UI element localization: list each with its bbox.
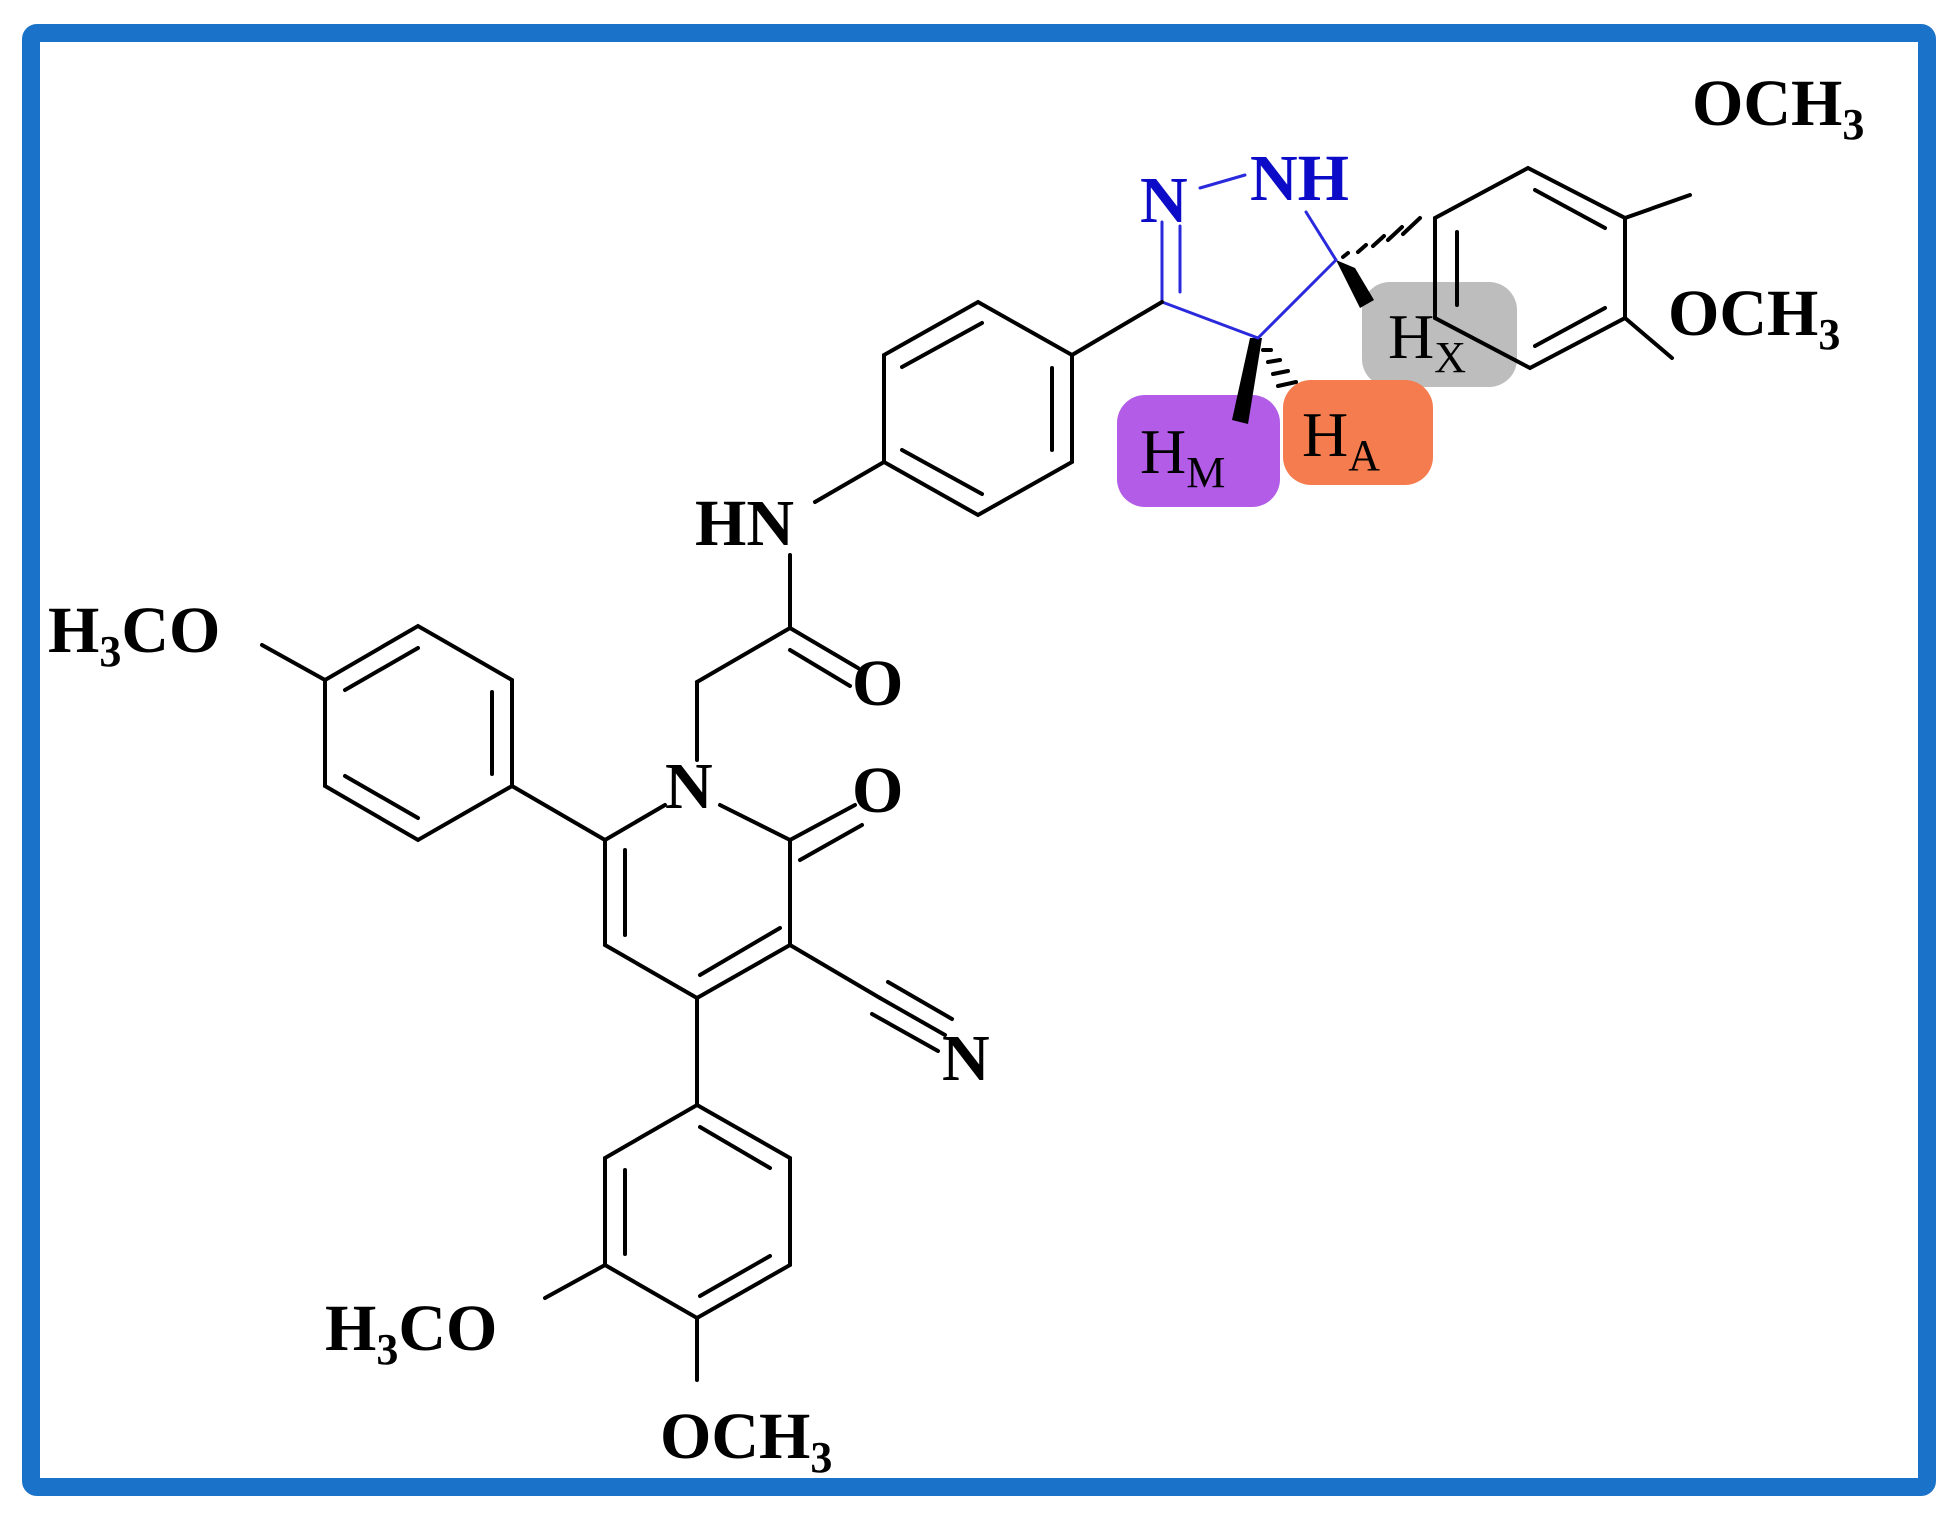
label-n-imine: N xyxy=(1140,164,1188,237)
label-h3co-bottom: H3CO xyxy=(325,1292,497,1374)
highlight-hm xyxy=(1117,395,1280,507)
highlight-hx xyxy=(1362,282,1517,387)
label-och3-bottom: OCH3 xyxy=(660,1400,832,1482)
label-n-nitrile: N xyxy=(942,1022,990,1095)
label-o-pyridone: O xyxy=(852,754,903,827)
label-hx: HX xyxy=(1388,301,1466,382)
label-o-amide: O xyxy=(852,647,903,720)
highlight-ha xyxy=(1283,380,1433,485)
label-hm: HM xyxy=(1140,416,1225,497)
label-och3-top: OCH3 xyxy=(1692,67,1864,149)
label-och3-right: OCH3 xyxy=(1668,277,1840,359)
bonds xyxy=(260,165,1692,1382)
label-ha: HA xyxy=(1302,399,1380,480)
label-nh: NH xyxy=(1250,142,1349,215)
label-hn-amide: HN xyxy=(695,487,794,560)
atom-labels: N NH OCH3 OCH3 HX HA HM HN O H3CO N O N … xyxy=(48,67,1864,1482)
label-n-pyridone: N xyxy=(665,750,713,823)
frame-border xyxy=(22,24,1936,1496)
label-h3co-left: H3CO xyxy=(48,594,220,676)
